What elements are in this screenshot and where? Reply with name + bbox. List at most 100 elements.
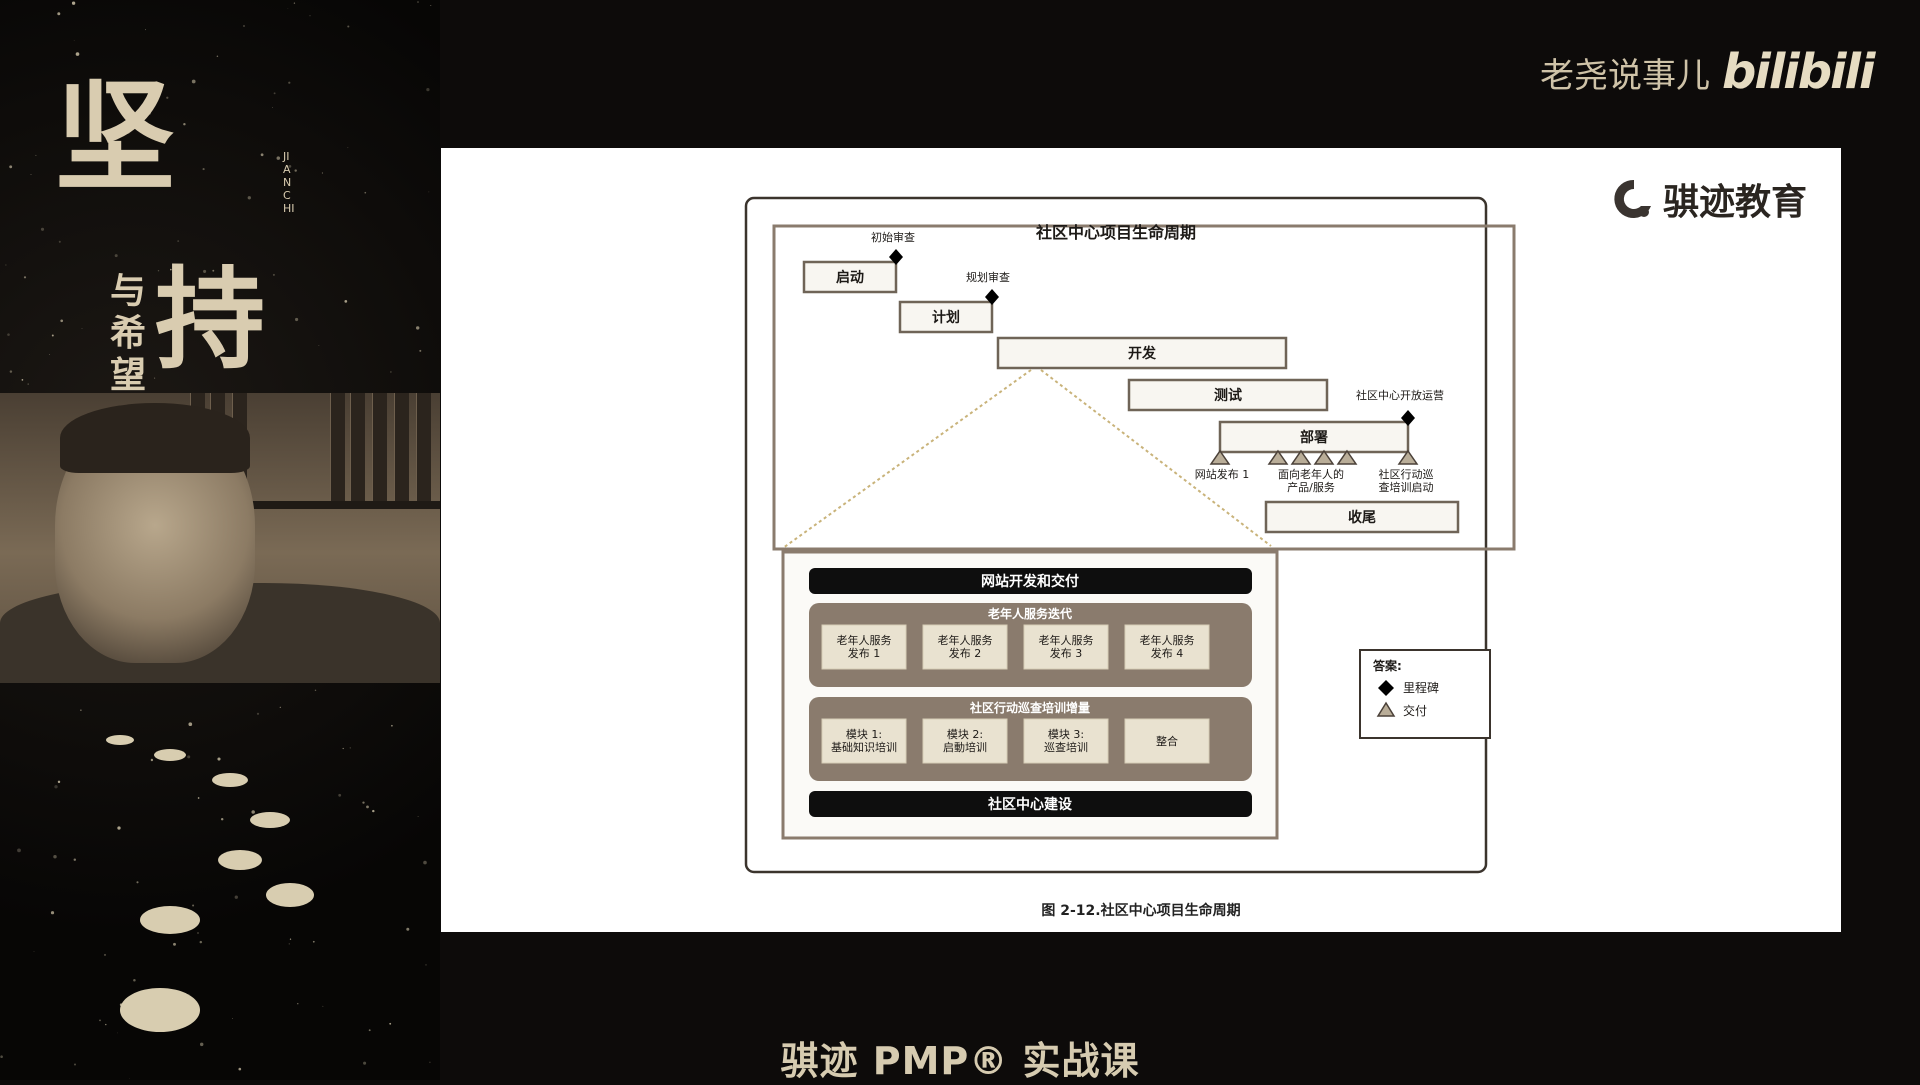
star-dot — [7, 333, 10, 336]
diagram-outer-frame — [744, 196, 1488, 874]
webcam-feed — [0, 393, 440, 683]
phase-label-deployment: 部署 — [1300, 429, 1328, 446]
star-dot — [73, 1063, 77, 1066]
star-dot — [170, 268, 172, 271]
milestone-diamond-center-opening — [1401, 410, 1415, 426]
training-module-label: 模块 3:巡查培训 — [1044, 728, 1088, 754]
footprint-mark — [106, 735, 134, 745]
star-dot — [220, 817, 224, 821]
deliverable-triangle — [1397, 449, 1419, 465]
service-release-box — [821, 624, 907, 670]
star-dot — [35, 154, 37, 156]
star-dot — [260, 153, 264, 157]
star-dot — [49, 353, 51, 355]
star-dot — [256, 712, 260, 715]
star-dot — [99, 1019, 101, 1022]
star-dot — [322, 1005, 324, 1007]
service-release-label: 老年人服务发布 1 — [837, 633, 892, 660]
star-dot — [288, 943, 290, 945]
service-release-label: 老年人服务发布 3 — [1039, 633, 1094, 660]
zoom-line-left — [782, 369, 1032, 549]
star-dot — [73, 858, 77, 861]
star-dot — [58, 240, 61, 243]
star-dot — [338, 793, 342, 797]
star-dot — [17, 848, 21, 853]
training-module-box — [922, 718, 1008, 764]
calligraphy-char-2: 持 — [155, 255, 265, 384]
star-dot — [117, 1032, 118, 1034]
detail-bottom-bar-label: 社区中心建设 — [987, 796, 1073, 813]
company-name: 骐迹教育 — [1663, 182, 1808, 223]
star-dot — [188, 722, 193, 727]
star-dot — [50, 911, 55, 915]
star-dot — [21, 379, 24, 381]
star-dot — [287, 7, 289, 9]
star-dot — [347, 147, 349, 149]
bookshelf-book — [372, 393, 387, 501]
star-dot — [54, 785, 58, 789]
calligraphy-char-1: 坚 — [55, 67, 175, 208]
star-dot — [27, 383, 29, 385]
phase-label-closing: 收尾 — [1348, 509, 1376, 526]
legend-milestone-icon — [1378, 680, 1394, 696]
star-dot — [9, 165, 13, 169]
legend-box — [1359, 649, 1491, 739]
deliverable-triangle — [1290, 449, 1312, 465]
star-dot — [347, 25, 350, 28]
star-dot — [80, 709, 82, 711]
star-dot — [9, 370, 13, 373]
star-dot — [364, 191, 367, 194]
patrol-training-title: 社区行动巡查培训增量 — [969, 700, 1090, 715]
star-dot — [154, 377, 156, 379]
star-dot — [419, 349, 422, 352]
star-dot — [33, 951, 35, 953]
figure-caption: 图 2-12.社区中心项目生命周期 — [1041, 903, 1241, 919]
phase-box-closing — [1264, 500, 1460, 534]
star-dot — [202, 168, 205, 171]
star-dot — [217, 757, 221, 761]
phase-box-planning — [898, 300, 994, 334]
footprint-mark — [154, 749, 186, 761]
calligraphy-subtitle: 与希望 — [110, 270, 147, 396]
star-dot — [349, 747, 351, 749]
star-dot — [197, 797, 200, 799]
phase-label-testing: 测试 — [1214, 387, 1242, 404]
author-name: 老尧说事儿 — [1540, 55, 1710, 96]
star-dot — [425, 964, 427, 966]
phase-box-initiation — [802, 260, 898, 294]
detail-top-bar — [809, 568, 1252, 594]
star-dot — [429, 1061, 431, 1064]
deliverable-triangle — [1209, 449, 1231, 465]
deliverable-triangle — [1313, 449, 1335, 465]
star-dot — [105, 1023, 107, 1026]
bookshelf-book — [394, 393, 409, 501]
star-dot — [150, 758, 154, 762]
phase-label-initiation: 启动 — [836, 269, 864, 286]
star-dot — [415, 326, 420, 330]
calligraphy-pinyin: JIANCHI — [283, 150, 295, 215]
star-dot — [174, 306, 176, 307]
star-dot — [366, 805, 369, 809]
training-module-label: 模块 1:基础知识培训 — [831, 728, 897, 754]
star-dot — [117, 826, 121, 830]
bookshelf-book — [330, 393, 345, 501]
star-dot — [188, 993, 190, 995]
star-dot — [0, 1055, 3, 1058]
lifecycle-frame — [772, 224, 1516, 551]
presenter-hair — [60, 403, 250, 473]
star-dot — [389, 1022, 392, 1025]
footprint-mark — [218, 850, 262, 870]
star-dot — [362, 801, 365, 804]
service-release-box — [1023, 624, 1109, 670]
star-dot — [423, 860, 427, 865]
star-dot — [295, 317, 299, 322]
star-dot — [238, 1067, 242, 1071]
star-dot — [309, 15, 311, 17]
training-module-label: 整合 — [1156, 734, 1178, 748]
star-dot — [30, 173, 32, 175]
deliverable-label-senior-products: 面向老年人的产品/服务 — [1278, 467, 1344, 494]
star-dot — [273, 92, 276, 95]
phase-box-testing — [1127, 378, 1329, 412]
star-dot — [64, 180, 67, 182]
star-dot — [71, 1, 76, 5]
